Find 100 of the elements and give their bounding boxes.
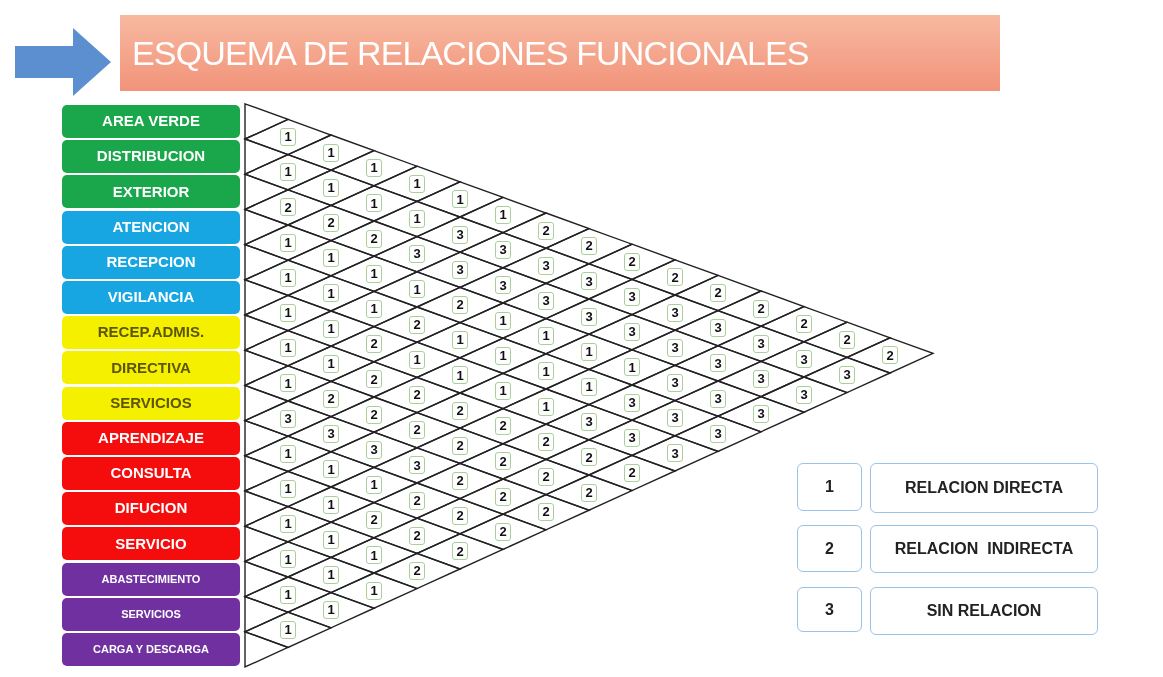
legend-label: SIN RELACION bbox=[870, 587, 1098, 635]
area-box: CONSULTA bbox=[62, 456, 240, 490]
relation-value: 3 bbox=[538, 292, 554, 310]
legend-number: 2 bbox=[797, 525, 862, 572]
relation-value: 2 bbox=[882, 346, 898, 365]
relation-value: 3 bbox=[624, 428, 640, 447]
relation-value: 2 bbox=[753, 299, 769, 318]
relation-value: 2 bbox=[839, 330, 855, 349]
relation-value: 1 bbox=[366, 476, 382, 494]
relation-value: 1 bbox=[280, 339, 296, 358]
relation-value: 2 bbox=[495, 487, 511, 506]
relation-value: 3 bbox=[667, 444, 683, 463]
relation-value: 1 bbox=[366, 159, 382, 178]
relation-value: 1 bbox=[495, 206, 511, 224]
relation-value: 2 bbox=[452, 436, 468, 455]
relation-value: 2 bbox=[409, 562, 425, 580]
relation-value: 3 bbox=[495, 241, 511, 260]
relation-value: 2 bbox=[581, 448, 597, 467]
relation-value: 1 bbox=[323, 249, 339, 268]
relation-value: 3 bbox=[409, 456, 425, 475]
relation-value: 2 bbox=[495, 452, 511, 471]
relation-value: 1 bbox=[280, 444, 296, 463]
legend-label: RELACION DIRECTA bbox=[870, 463, 1098, 513]
relation-value: 2 bbox=[409, 315, 425, 334]
relation-value: 1 bbox=[366, 546, 382, 565]
relation-value: 3 bbox=[667, 338, 683, 357]
relation-value: 1 bbox=[323, 178, 339, 197]
area-box: CARGA Y DESCARGA bbox=[62, 632, 240, 666]
area-box: SERVICIOS bbox=[62, 597, 240, 631]
relation-value: 3 bbox=[409, 245, 425, 264]
relation-value: 1 bbox=[495, 311, 511, 330]
relation-value: 1 bbox=[323, 495, 339, 514]
relation-value: 2 bbox=[323, 214, 339, 232]
relation-value: 1 bbox=[409, 350, 425, 369]
relation-value: 3 bbox=[581, 307, 597, 326]
relation-value: 3 bbox=[581, 272, 597, 291]
relation-value: 3 bbox=[452, 225, 468, 244]
relation-value: 1 bbox=[280, 374, 296, 393]
relation-value: 3 bbox=[581, 413, 597, 432]
relation-value: 1 bbox=[323, 354, 339, 373]
relation-value: 1 bbox=[323, 566, 339, 584]
relation-value: 1 bbox=[280, 515, 296, 534]
relation-value: 3 bbox=[796, 350, 812, 369]
relation-value: 1 bbox=[538, 362, 554, 381]
relation-value: 2 bbox=[538, 432, 554, 451]
relation-value: 1 bbox=[280, 233, 296, 252]
relation-value: 1 bbox=[280, 304, 296, 322]
legend-number: 3 bbox=[797, 587, 862, 632]
relation-value: 1 bbox=[366, 581, 382, 600]
area-box: ABASTECIMIENTO bbox=[62, 562, 240, 596]
relation-value: 1 bbox=[280, 480, 296, 498]
relation-value: 1 bbox=[280, 585, 296, 604]
relation-value: 1 bbox=[581, 378, 597, 396]
relation-value: 2 bbox=[366, 511, 382, 530]
relation-value: 1 bbox=[280, 268, 296, 287]
relation-value: 2 bbox=[366, 405, 382, 424]
area-box: AREA VERDE bbox=[62, 104, 240, 138]
relation-value: 2 bbox=[452, 507, 468, 526]
area-box: RECEPCION bbox=[62, 245, 240, 279]
relation-value: 1 bbox=[280, 128, 296, 146]
area-box: DIRECTIVA bbox=[62, 351, 240, 385]
area-box: ATENCION bbox=[62, 210, 240, 244]
relation-value: 2 bbox=[796, 315, 812, 334]
relation-value: 2 bbox=[495, 417, 511, 436]
area-box: DIFUCION bbox=[62, 492, 240, 526]
relation-value: 3 bbox=[667, 303, 683, 322]
relation-value: 1 bbox=[538, 327, 554, 346]
relation-value: 2 bbox=[667, 268, 683, 287]
title: ESQUEMA DE RELACIONES FUNCIONALES bbox=[132, 32, 809, 74]
relation-value: 1 bbox=[538, 397, 554, 416]
relation-value: 1 bbox=[280, 163, 296, 182]
relation-value: 1 bbox=[323, 530, 339, 549]
area-box: SERVICIO bbox=[62, 527, 240, 561]
relation-value: 1 bbox=[409, 174, 425, 193]
relation-value: 1 bbox=[280, 620, 296, 639]
relation-value: 3 bbox=[280, 409, 296, 428]
relation-value: 3 bbox=[323, 425, 339, 444]
relation-value: 3 bbox=[753, 405, 769, 424]
relation-value: 2 bbox=[624, 464, 640, 482]
relation-value: 3 bbox=[624, 393, 640, 412]
relation-value: 1 bbox=[323, 284, 339, 303]
relation-value: 1 bbox=[452, 190, 468, 209]
relation-value: 2 bbox=[409, 421, 425, 440]
relation-value: 3 bbox=[710, 319, 726, 338]
area-box: RECEP.ADMIS. bbox=[62, 316, 240, 350]
legend-label: RELACION INDIRECTA bbox=[870, 525, 1098, 573]
relation-value: 3 bbox=[710, 354, 726, 373]
relation-value: 1 bbox=[366, 264, 382, 283]
legend-number: 1 bbox=[797, 463, 862, 511]
relation-value: 3 bbox=[710, 389, 726, 408]
relation-value: 2 bbox=[280, 198, 296, 217]
relation-value: 1 bbox=[323, 143, 339, 162]
relation-value: 1 bbox=[495, 346, 511, 365]
relation-value: 1 bbox=[452, 366, 468, 385]
relation-value: 1 bbox=[323, 460, 339, 479]
area-box: EXTERIOR bbox=[62, 175, 240, 209]
relation-value: 2 bbox=[538, 221, 554, 240]
relation-value: 1 bbox=[495, 382, 511, 400]
relation-value: 2 bbox=[366, 335, 382, 354]
relation-value: 3 bbox=[624, 323, 640, 342]
